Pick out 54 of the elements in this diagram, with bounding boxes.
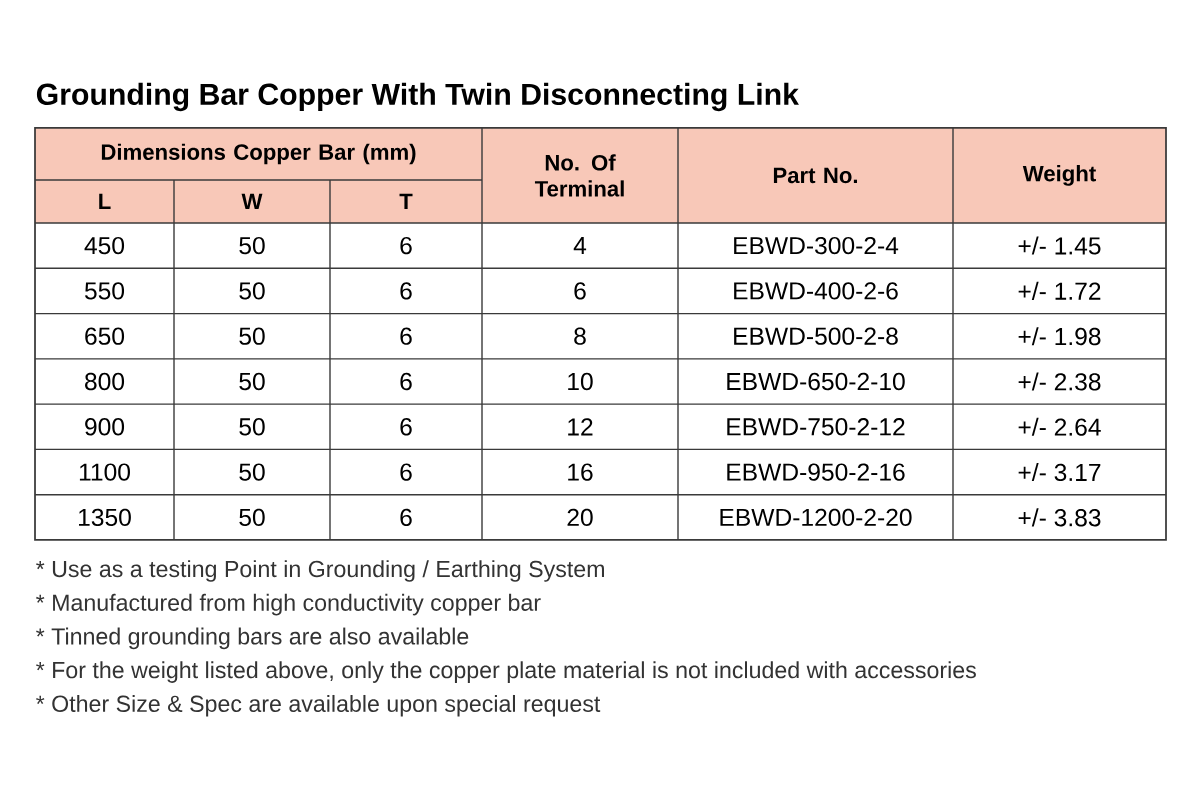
table-cell: 6: [400, 236, 412, 255]
note: * Tinned grounding bars are also available: [36, 627, 469, 650]
table-cell: 6: [574, 282, 586, 300]
table-cell: 6: [400, 463, 412, 481]
table-cell: EBWD-750-2-12: [727, 418, 905, 436]
table-cell: 8: [574, 327, 586, 345]
table-cell: 450: [84, 236, 125, 255]
table-cell: +/- 1.98: [1018, 327, 1101, 346]
table-cell: EBWD-950-2-16: [727, 463, 905, 481]
table-cell: EBWD-400-2-6: [734, 282, 898, 300]
table-cell: EBWD-300-2-4: [734, 236, 899, 255]
table-cell: +/- 3.17: [1018, 463, 1101, 482]
table-cell: 12: [568, 418, 593, 436]
table-cell: +/- 1.45: [1018, 236, 1101, 255]
table-cell: 50: [239, 508, 265, 527]
table-cell: 50: [239, 463, 265, 481]
note: * For the weight listed above, only the copper plate material is not included with accessories: [36, 661, 976, 683]
note: * Manufactured from high conductivity copper bar: [36, 593, 541, 616]
table-cell: EBWD-500-2-8: [734, 327, 898, 345]
table-cell: 900: [85, 418, 125, 436]
table-cell: +/- 2.38: [1018, 372, 1101, 391]
header-cell: Part No.: [678, 128, 953, 223]
table-cell: EBWD-1200-2-20: [720, 508, 912, 527]
table-cell: EBWD-650-2-10: [727, 372, 905, 391]
table-cell: 6: [400, 372, 412, 391]
table-cell: 6: [400, 418, 412, 436]
title: Grounding Bar Copper With Twin Disconnecting Link: [36, 82, 799, 112]
table-cell: 50: [239, 236, 265, 255]
table-cell: 50: [239, 372, 265, 391]
table-cell: 50: [239, 282, 265, 300]
table-cell: 6: [400, 508, 412, 527]
table-cell: 4: [573, 237, 587, 255]
table-cell: 10: [568, 372, 593, 391]
table-cell: 50: [239, 418, 265, 436]
note: * Other Size & Spec are available upon special request: [36, 694, 601, 717]
header-cell: Weight: [953, 128, 1166, 223]
table-cell: 800: [85, 372, 125, 391]
header-cell: No. Of Terminal: [482, 128, 678, 223]
header-cell: W: [174, 180, 330, 223]
table-cell: 550: [84, 282, 125, 300]
table-cell: +/- 3.83: [1018, 508, 1101, 527]
table-cell: 1100: [79, 463, 130, 481]
table-cell: 6: [400, 327, 412, 345]
table-cell: 50: [239, 327, 265, 345]
note: * Use as a testing Point in Grounding / Earthing System: [36, 560, 604, 582]
table-cell: +/- 2.64: [1018, 417, 1101, 436]
table-cell: 20: [567, 508, 593, 527]
table-cell: 6: [400, 282, 412, 300]
table-cell: 16: [568, 463, 593, 481]
table-cell: 650: [85, 327, 125, 345]
header-cell: L: [35, 180, 174, 223]
table-cell: 1350: [79, 508, 131, 527]
table-cell: +/- 1.72: [1018, 281, 1101, 300]
header-cell: T: [330, 180, 482, 223]
